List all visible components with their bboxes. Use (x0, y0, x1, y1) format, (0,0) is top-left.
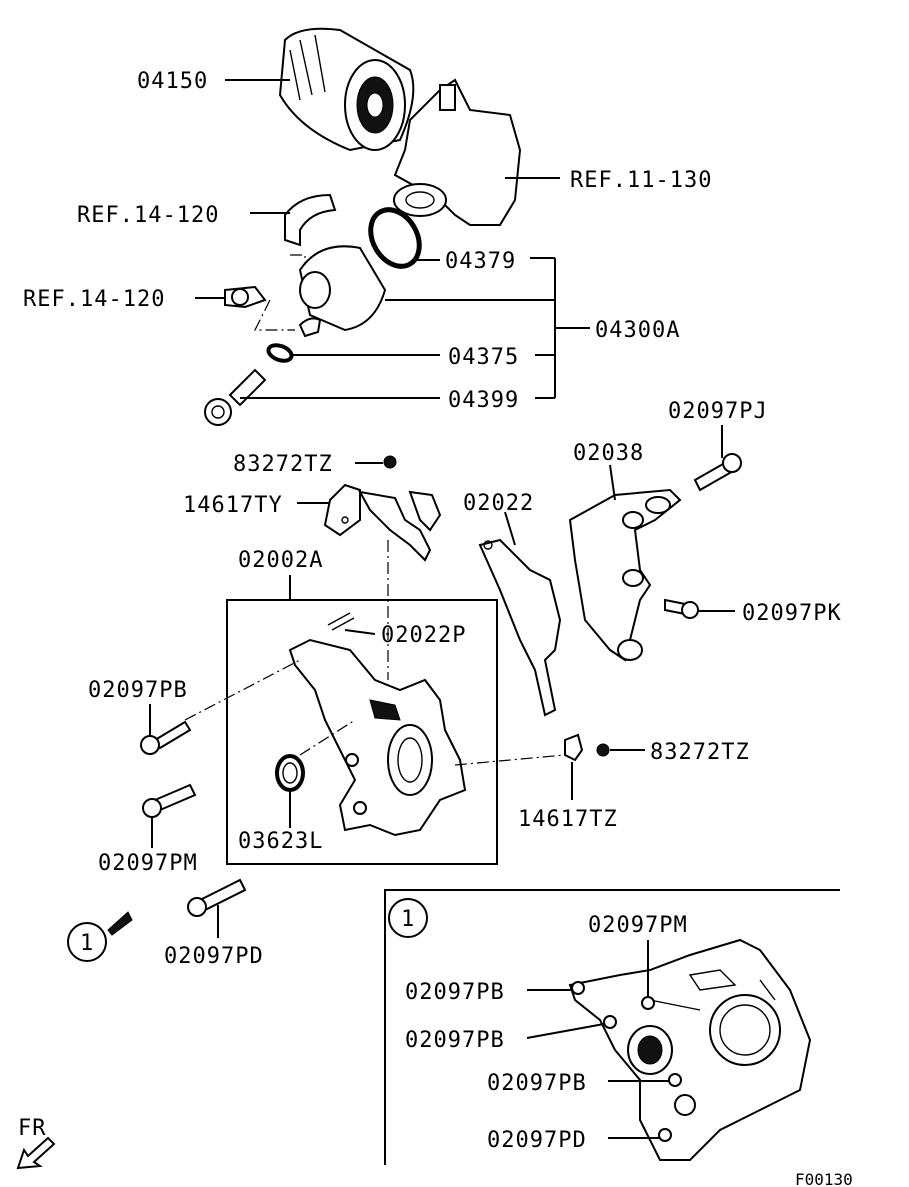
label-02097pb: 02097PB (88, 678, 188, 703)
label-04399: 04399 (448, 388, 519, 413)
label-04300a: 04300A (595, 318, 680, 343)
label-03623l: 03623L (238, 829, 323, 854)
oil-filter-part (278, 27, 415, 152)
label-ref-14-120-a: REF.14-120 (77, 203, 219, 228)
label-83272tz-top: 83272TZ (233, 452, 333, 477)
label-14617ty: 14617TY (183, 493, 283, 518)
plug-right-part (596, 743, 610, 757)
hose-part (284, 193, 337, 247)
pin-part (327, 612, 351, 626)
engine-block-ref (393, 78, 522, 226)
label-02097pm: 02097PM (98, 851, 198, 876)
inset-label-02097pd: 02097PD (487, 1128, 587, 1153)
oil-pump-assy-box (226, 599, 498, 865)
inset-label-02097pb-1: 02097PB (405, 980, 505, 1005)
view-marker-circle (67, 922, 107, 962)
label-02097pj: 02097PJ (668, 399, 768, 424)
label-ref-14-120-b: REF.14-120 (23, 287, 165, 312)
front-arrow-icon (16, 1136, 56, 1170)
oil-cooler-part (298, 245, 387, 338)
label-04150: 04150 (137, 69, 208, 94)
inset-label-02097pb-3: 02097PB (487, 1071, 587, 1096)
bolt-02097pk-part (664, 598, 699, 619)
clip-14617tz-part (564, 733, 584, 762)
label-83272tz-right: 83272TZ (650, 740, 750, 765)
oil-pump-housing-part (288, 638, 467, 837)
label-04379: 04379 (445, 249, 516, 274)
bracket-02038-part (568, 488, 682, 662)
inset-view: 1 (384, 889, 840, 1165)
inset-label-02097pm: 02097PM (588, 913, 688, 938)
connector-part (224, 285, 267, 309)
o-ring-04379-part (368, 207, 422, 269)
inset-label-02097pb-2: 02097PB (405, 1028, 505, 1053)
label-02002a: 02002A (238, 548, 323, 573)
plug-part (383, 455, 397, 469)
bolt-02097pd-part (187, 878, 247, 917)
label-02022: 02022 (463, 491, 534, 516)
label-02038: 02038 (573, 441, 644, 466)
gasket-02022-part (478, 538, 562, 717)
inset-marker-circle (388, 898, 428, 938)
view-marker-label: 1 (80, 931, 94, 956)
bolt-02097pb-part (140, 720, 192, 755)
bolt-04399-part (204, 368, 267, 426)
label-02097pk: 02097PK (742, 601, 842, 626)
figure-code: F00130 (795, 1170, 853, 1187)
clip-14617ty-part (323, 483, 442, 562)
view-arrow-icon (107, 911, 133, 936)
label-14617tz: 14617TZ (518, 807, 618, 832)
inset-marker-label: 1 (401, 907, 415, 932)
label-02022p: 02022P (381, 623, 466, 648)
direction-label: FR (18, 1116, 47, 1141)
bolt-02097pj-part (693, 453, 742, 492)
o-ring-04375-part (266, 343, 294, 363)
label-02097pd: 02097PD (164, 944, 264, 969)
seal-03623l-part (275, 754, 305, 792)
label-ref-11-130: REF.11-130 (570, 168, 712, 193)
label-04375: 04375 (448, 345, 519, 370)
bolt-02097pm-part (142, 783, 197, 818)
